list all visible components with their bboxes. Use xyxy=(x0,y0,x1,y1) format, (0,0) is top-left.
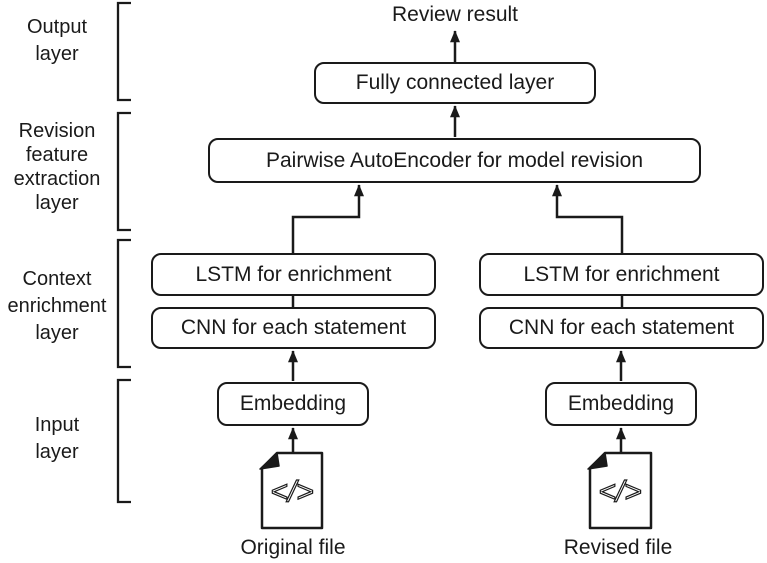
cnn-right-box: CNN for each statement xyxy=(479,307,764,349)
revised-file-label: Revised file xyxy=(563,536,673,559)
code-file-icon-right: </> xyxy=(587,451,653,530)
code-glyph-right: </> xyxy=(598,476,641,509)
fully-connected-layer-box: Fully connected layer xyxy=(314,62,596,104)
side-label-context-enrichment-layer: Context enrichment layer xyxy=(7,268,107,344)
side-label-output-layer: Output layer xyxy=(26,16,88,65)
lstm-left-box: LSTM for enrichment xyxy=(151,253,436,296)
input-layer-bracket xyxy=(116,378,131,504)
code-glyph-left: </> xyxy=(270,476,313,509)
revision-layer-bracket xyxy=(116,111,131,232)
embedding-left-box: Embedding xyxy=(217,382,369,426)
pairwise-autoencoder-box: Pairwise AutoEncoder for model revision xyxy=(208,138,701,183)
cnn-left-box: CNN for each statement xyxy=(151,307,436,349)
side-label-input-layer: Input layer xyxy=(34,414,80,463)
embedding-right-box: Embedding xyxy=(545,382,697,426)
output-layer-bracket xyxy=(116,1,131,102)
code-file-icon-left: </> xyxy=(259,451,324,530)
context-layer-bracket xyxy=(116,238,131,369)
arrow-lstm-right-to-pairwise xyxy=(552,184,624,253)
lstm-right-box: LSTM for enrichment xyxy=(479,253,764,296)
original-file-label: Original file xyxy=(240,536,346,559)
side-label-revision-feature-extraction-layer: Revision feature extraction layer xyxy=(13,120,101,214)
review-result-label: Review result xyxy=(391,3,519,26)
arrow-lstm-left-to-pairwise xyxy=(291,184,364,253)
